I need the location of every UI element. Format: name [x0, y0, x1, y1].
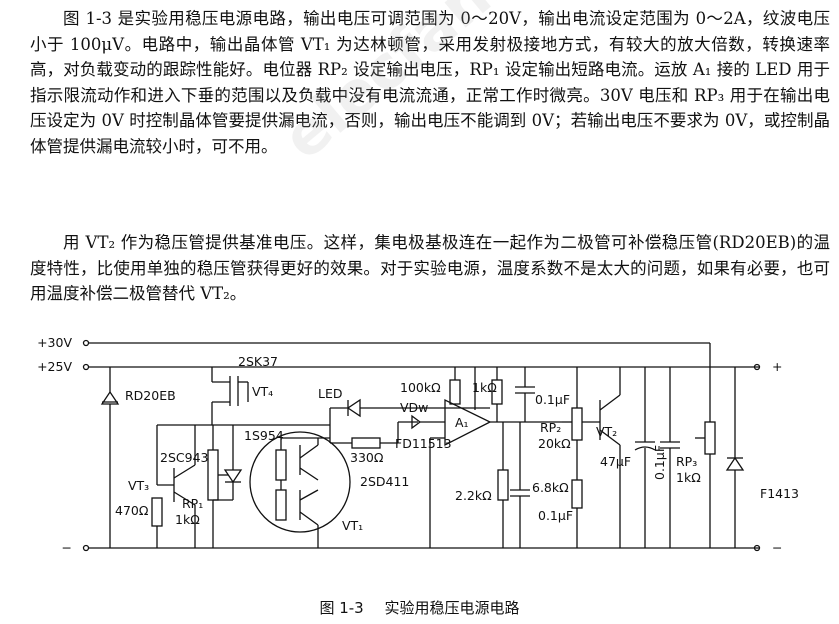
label-2sd411: 2SD411	[360, 474, 409, 489]
label-cap-vertical: 0.1μF	[652, 445, 667, 480]
label-vt4: VT₄	[252, 384, 273, 399]
figure-title: 实验用稳压电源电路	[384, 599, 520, 617]
label-led: LED	[318, 386, 343, 401]
label-cap-top: 0.1μF	[535, 392, 570, 407]
label-2sc943: 2SC943	[160, 450, 208, 465]
label-plus-out: +	[772, 359, 782, 374]
label-minus-in: −	[62, 540, 72, 555]
label-a1: A₁	[455, 415, 469, 430]
label-rp3-value: 1kΩ	[676, 470, 701, 485]
figure-caption: 图 1-3 实验用稳压电源电路	[0, 597, 839, 618]
label-cap-bottom: 0.1μF	[538, 508, 573, 523]
label-6-8k: 6.8kΩ	[532, 480, 569, 495]
label-rp2: RP₂	[540, 420, 561, 435]
label-470ohm: 470Ω	[115, 503, 149, 518]
label-rp2-value: 20kΩ	[538, 436, 571, 451]
paragraph-1: 图 1-3 是实验用稳压电源电路，输出电压可调范围为 0～20V，输出电流设定范…	[30, 9, 830, 156]
label-f1413: F1413	[760, 486, 799, 501]
label-100k: 100kΩ	[400, 380, 441, 395]
label-vdw: VDw	[400, 400, 428, 415]
label-rd20eb: RD20EB	[125, 388, 176, 403]
label-rp3: RP₃	[676, 454, 697, 469]
label-1k: 1kΩ	[472, 380, 497, 395]
label-vt1: VT₁	[342, 518, 363, 533]
label-330ohm: 330Ω	[350, 450, 384, 465]
label-fd11513: FD11513	[395, 436, 452, 451]
label-plus-25v: +25V	[37, 359, 72, 374]
label-2sk37: 2SK37	[238, 354, 278, 369]
circuit-schematic: +30V +25V − + − RD20EB 2SK37 VT₄ 1S954 2…	[37, 335, 799, 555]
label-vt2: VT₂	[596, 424, 617, 439]
label-vt3: VT₃	[128, 478, 149, 493]
label-1s954: 1S954	[244, 428, 284, 443]
label-rp1: RP₁	[182, 496, 203, 511]
label-plus-30v: +30V	[37, 335, 72, 350]
figure-number: 图 1-3	[319, 599, 364, 617]
label-47uf: 47μF	[600, 454, 631, 469]
paragraph-2: 用 VT₂ 作为稳压管提供基准电压。这样，集电极基极连在一起作为二极管可补偿稳压…	[30, 233, 830, 303]
label-minus-out: −	[772, 540, 782, 555]
label-2-2k: 2.2kΩ	[455, 488, 492, 503]
label-rp1-value: 1kΩ	[175, 512, 200, 527]
